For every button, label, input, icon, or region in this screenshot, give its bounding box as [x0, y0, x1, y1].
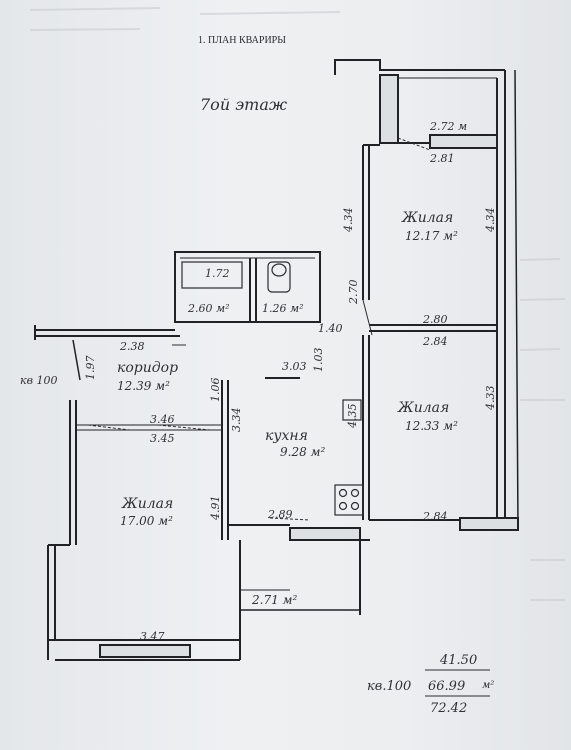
floor-label: 7ой этаж — [200, 95, 288, 114]
balcony-door — [429, 134, 498, 149]
dim-bedroom-2-bottom: 2.84 — [422, 510, 448, 523]
room-name-bedroom-2: Жилая — [397, 400, 449, 416]
dim-bedroom-2-height: 4.33 — [484, 386, 497, 412]
summary-gross-area: 72.42 — [430, 701, 467, 716]
room-area-kitchen: 9.28 м² — [280, 445, 325, 459]
dim-bedroom-2-width: 2.84 — [422, 335, 448, 348]
summary-living-area: 41.50 — [439, 653, 477, 668]
dim-door-height: 2.70 — [347, 280, 360, 306]
dim-balcony-bottom: 2.81 — [429, 152, 455, 165]
apartment-number-side: кв 100 — [20, 374, 57, 387]
room-area-bedroom-1: 12.17 м² — [405, 229, 458, 243]
dim-kitchen-door: 1.03 — [312, 348, 325, 373]
area-summary: кв.100 41.50 66.99 м² 72.42 — [367, 653, 494, 716]
sanitary-fixtures — [181, 261, 364, 516]
room-name-living: Жилая — [121, 496, 173, 512]
summary-unit: м² — [482, 680, 494, 691]
wall-top-notch — [334, 59, 505, 75]
kitchen-window — [289, 527, 361, 541]
room-area-bathroom: 2.60 м² — [187, 302, 230, 315]
wall-right-facade — [514, 69, 519, 529]
walls — [34, 59, 519, 661]
room-name-corridor: коридор — [117, 360, 178, 376]
bathroom-block — [174, 251, 321, 323]
dim-entry-width: 1.97 — [84, 356, 97, 381]
plan-title: 1. ПЛАН КВАРИРЫ — [198, 35, 286, 46]
dim-bedroom-1-width: 2.80 — [422, 313, 448, 326]
dim-living-bottom: 3.47 — [140, 630, 165, 643]
summary-apartment: кв.100 — [367, 679, 411, 694]
dim-balcony-top: 2.72 м — [429, 120, 467, 133]
room-area-loggia: 2.71 м² — [251, 593, 297, 607]
dim-door-width: 1.40 — [318, 322, 343, 335]
toilet — [267, 261, 291, 293]
room-area-corridor: 12.39 м² — [117, 379, 170, 393]
dim-bath-length: 1.72 — [205, 267, 230, 280]
kitchen-sink — [342, 399, 362, 421]
dim-living-height: 4.91 — [209, 496, 222, 522]
room-name-bedroom-1: Жилая — [401, 210, 453, 226]
dim-bedroom-1-right: 4.34 — [484, 208, 497, 234]
dim-kitchen-top: 3.03 — [282, 360, 307, 373]
door-bedroom — [362, 299, 373, 336]
room-labels: Жилая 12.17 м² Жилая 12.33 м² кухня 9.28… — [117, 210, 458, 607]
dim-bedroom-1-left: 4.34 — [342, 208, 355, 234]
column-top — [379, 74, 399, 144]
dim-kitchen-height: 4.35 — [346, 404, 359, 430]
stove — [334, 484, 364, 516]
dim-kitchen-bottom: 2.89 — [267, 508, 293, 521]
dim-corridor-width: 2.38 — [119, 340, 145, 353]
door-swings — [87, 137, 431, 521]
room-area-toilet: 1.26 м² — [262, 302, 304, 315]
living-window — [99, 644, 191, 658]
dim-corridor-height: 1.06 — [209, 378, 222, 403]
dim-living-top-b: 3.45 — [150, 432, 175, 445]
summary-total-area: 66.99 — [428, 679, 465, 694]
entry-door-leaf — [72, 339, 81, 381]
dim-kitchen-left: 3.34 — [230, 408, 243, 433]
room-name-kitchen: кухня — [265, 428, 308, 444]
room-area-living: 17.00 м² — [120, 514, 173, 528]
dim-living-top-a: 3.46 — [150, 413, 175, 426]
bathtub — [181, 261, 243, 289]
room-area-bedroom-2: 12.33 м² — [405, 419, 458, 433]
dimension-labels: 2.72 м 2.81 2.80 2.84 2.84 1.72 1.40 2.3… — [20, 120, 497, 643]
bleed-through-marks — [29, 7, 566, 601]
